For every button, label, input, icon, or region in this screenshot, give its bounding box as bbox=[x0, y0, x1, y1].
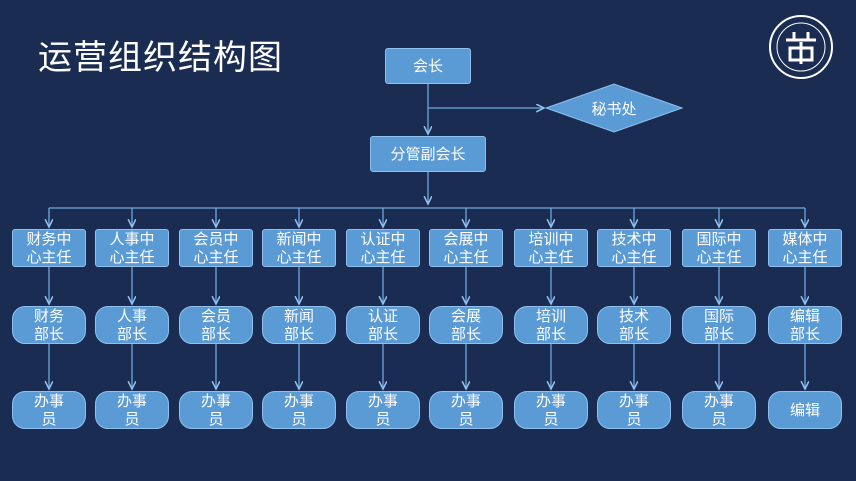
center-director-node-label: 会员中 心主任 bbox=[193, 230, 239, 266]
minister-node-label: 国际 部长 bbox=[703, 307, 734, 343]
center-director-node-label: 新闻中 心主任 bbox=[276, 230, 322, 266]
center-director-node: 培训中 心主任 bbox=[514, 229, 588, 267]
minister-node: 技术 部长 bbox=[597, 306, 671, 344]
minister-node: 新闻 部长 bbox=[262, 306, 336, 344]
center-director-node-label: 财务中 心主任 bbox=[26, 230, 72, 266]
center-director-node: 会员中 心主任 bbox=[179, 229, 253, 267]
center-director-node-label: 培训中 心主任 bbox=[528, 230, 574, 266]
staff-node-label: 办事 员 bbox=[367, 392, 398, 428]
center-director-node: 国际中 心主任 bbox=[682, 229, 756, 267]
staff-node-label: 办事 员 bbox=[116, 392, 147, 428]
president-node: 会长 bbox=[385, 48, 471, 84]
staff-node: 办事 员 bbox=[262, 391, 336, 429]
center-director-node: 认证中 心主任 bbox=[346, 229, 420, 267]
minister-node: 财务 部长 bbox=[12, 306, 86, 344]
minister-node: 认证 部长 bbox=[346, 306, 420, 344]
staff-node: 办事 员 bbox=[95, 391, 169, 429]
minister-node: 国际 部长 bbox=[682, 306, 756, 344]
staff-node-label: 编辑 bbox=[789, 401, 820, 419]
staff-node-label: 办事 员 bbox=[703, 392, 734, 428]
center-director-node-label: 国际中 心主任 bbox=[696, 230, 742, 266]
minister-node-label: 编辑 部长 bbox=[789, 307, 820, 343]
minister-node: 人事 部长 bbox=[95, 306, 169, 344]
staff-node: 办事 员 bbox=[179, 391, 253, 429]
minister-node-label: 人事 部长 bbox=[116, 307, 147, 343]
minister-node-label: 认证 部长 bbox=[367, 307, 398, 343]
staff-node: 办事 员 bbox=[682, 391, 756, 429]
center-director-node: 财务中 心主任 bbox=[12, 229, 86, 267]
staff-node-label: 办事 员 bbox=[200, 392, 231, 428]
staff-node-label: 办事 员 bbox=[283, 392, 314, 428]
minister-node: 编辑 部长 bbox=[768, 306, 842, 344]
secretariat-label: 秘书处 bbox=[591, 99, 637, 118]
center-director-node-label: 人事中 心主任 bbox=[109, 230, 155, 266]
center-director-node: 媒体中 心主任 bbox=[768, 229, 842, 267]
president-label: 会长 bbox=[412, 57, 443, 75]
staff-node-label: 办事 员 bbox=[33, 392, 64, 428]
vice-president-label: 分管副会长 bbox=[390, 145, 466, 163]
staff-node: 办事 员 bbox=[346, 391, 420, 429]
staff-node-label: 办事 员 bbox=[618, 392, 649, 428]
center-director-node-label: 会展中 心主任 bbox=[443, 230, 489, 266]
minister-node: 会展 部长 bbox=[429, 306, 503, 344]
staff-node: 办事 员 bbox=[514, 391, 588, 429]
secretariat-diamond bbox=[544, 83, 684, 133]
minister-node-label: 会员 部长 bbox=[200, 307, 231, 343]
vice-president-node: 分管副会长 bbox=[370, 136, 486, 172]
page-title: 运营组织结构图 bbox=[38, 38, 283, 78]
minister-node-label: 技术 部长 bbox=[618, 307, 649, 343]
staff-node: 办事 员 bbox=[12, 391, 86, 429]
center-director-node: 人事中 心主任 bbox=[95, 229, 169, 267]
minister-node: 培训 部长 bbox=[514, 306, 588, 344]
staff-node-label: 办事 员 bbox=[535, 392, 566, 428]
minister-node-label: 新闻 部长 bbox=[283, 307, 314, 343]
center-director-node-label: 技术中 心主任 bbox=[611, 230, 657, 266]
minister-node-label: 培训 部长 bbox=[535, 307, 566, 343]
staff-node: 编辑 bbox=[768, 391, 842, 429]
staff-node: 办事 员 bbox=[429, 391, 503, 429]
staff-node-label: 办事 员 bbox=[450, 392, 481, 428]
center-director-node-label: 媒体中 心主任 bbox=[782, 230, 828, 266]
center-director-node: 技术中 心主任 bbox=[597, 229, 671, 267]
center-director-node: 会展中 心主任 bbox=[429, 229, 503, 267]
minister-node: 会员 部长 bbox=[179, 306, 253, 344]
center-director-node: 新闻中 心主任 bbox=[262, 229, 336, 267]
center-director-node-label: 认证中 心主任 bbox=[360, 230, 406, 266]
seal-logo-icon bbox=[769, 15, 833, 79]
minister-node-label: 会展 部长 bbox=[450, 307, 481, 343]
staff-node: 办事 员 bbox=[597, 391, 671, 429]
minister-node-label: 财务 部长 bbox=[33, 307, 64, 343]
